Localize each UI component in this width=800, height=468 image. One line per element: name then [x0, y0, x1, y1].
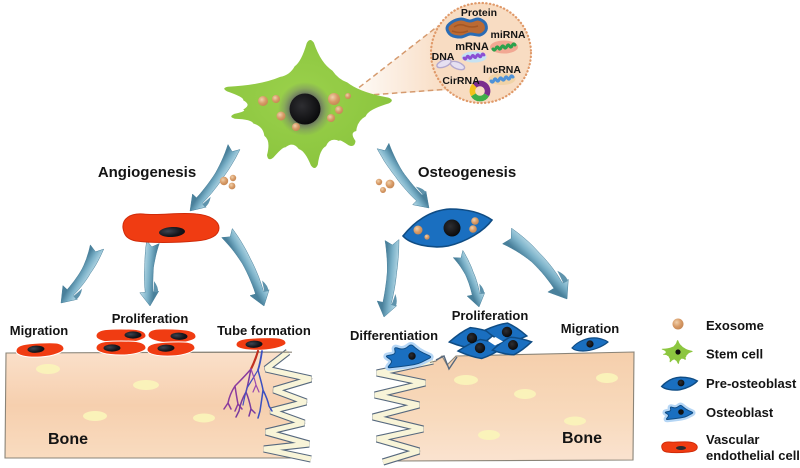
svg-text:DNA: DNA: [432, 51, 455, 63]
svg-text:Stem cell: Stem cell: [706, 347, 763, 362]
svg-text:endothelial cell: endothelial cell: [706, 448, 800, 463]
svg-text:Differentiation: Differentiation: [350, 328, 438, 343]
svg-text:mRNA: mRNA: [455, 41, 489, 53]
svg-text:Bone: Bone: [562, 430, 602, 447]
svg-text:Angiogenesis: Angiogenesis: [98, 164, 196, 181]
svg-text:Pre-osteoblast: Pre-osteoblast: [706, 376, 797, 391]
svg-text:Tube formation: Tube formation: [217, 323, 311, 338]
svg-text:Migration: Migration: [10, 323, 69, 338]
svg-text:Vascular: Vascular: [706, 432, 760, 447]
svg-text:miRNA: miRNA: [490, 29, 525, 41]
svg-text:Osteoblast: Osteoblast: [706, 405, 774, 420]
svg-text:lncRNA: lncRNA: [483, 64, 521, 76]
svg-text:Protein: Protein: [461, 7, 497, 19]
svg-text:Exosome: Exosome: [706, 318, 764, 333]
svg-text:Osteogenesis: Osteogenesis: [418, 164, 516, 181]
svg-text:Migration: Migration: [561, 321, 620, 336]
svg-text:CirRNA: CirRNA: [442, 75, 480, 87]
svg-text:Proliferation: Proliferation: [452, 308, 529, 323]
svg-text:Bone: Bone: [48, 431, 88, 448]
svg-text:Proliferation: Proliferation: [112, 311, 189, 326]
